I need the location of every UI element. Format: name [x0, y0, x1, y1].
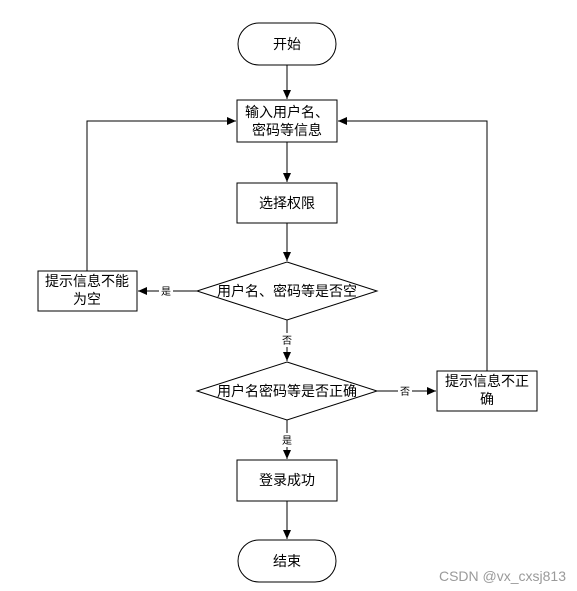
input-label-line2: 密码等信息 — [252, 122, 322, 139]
wrong-message-box — [436, 370, 538, 412]
select-permission-box — [236, 182, 338, 224]
watermark: CSDN @vx_cxsj813 — [439, 568, 566, 584]
end-label: 结束 — [273, 554, 301, 570]
empty-message-line2: 为空 — [73, 292, 101, 308]
input-label-line1: 输入用户名、 — [245, 104, 329, 121]
edge-label-empty-no: 否 — [282, 335, 292, 347]
empty-message-box — [37, 270, 138, 312]
correct-check-label: 用户名密码等是否正确 — [217, 383, 357, 400]
empty-check-label: 用户名、密码等是否空 — [217, 283, 357, 300]
select-permission-label: 选择权限 — [259, 196, 315, 212]
edge-label-empty-yes: 是 — [161, 286, 171, 298]
edge-label-correct-no: 否 — [400, 386, 410, 398]
edge-emptymsg-back-to-input — [86, 117, 236, 271]
input-box — [236, 99, 338, 143]
start-label: 开始 — [273, 37, 301, 53]
login-success-label: 登录成功 — [259, 473, 315, 489]
wrong-message-line1: 提示信息不正 — [445, 373, 529, 390]
login-success-box — [236, 459, 338, 502]
edge-wrongmsg-back-to-input — [338, 117, 488, 371]
end-terminal — [237, 539, 337, 583]
edge-label-correct-yes: 是 — [282, 435, 292, 447]
empty-message-line1: 提示信息不能 — [45, 273, 129, 290]
wrong-message-line2: 确 — [480, 392, 494, 408]
